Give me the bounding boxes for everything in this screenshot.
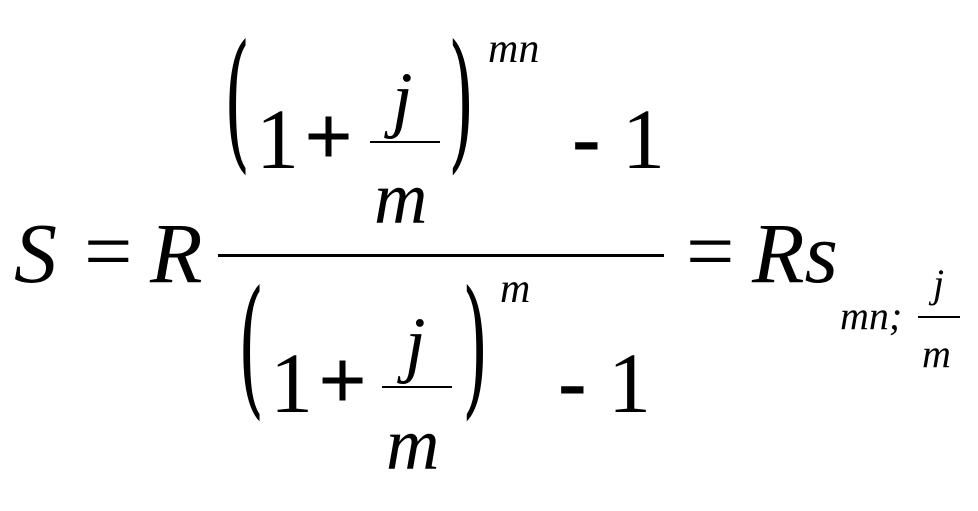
denominator-inner-bar bbox=[382, 386, 452, 388]
denominator-one: 1 bbox=[270, 335, 313, 431]
main-fraction-bar bbox=[218, 254, 664, 257]
rhs-variable: Rs bbox=[752, 205, 838, 301]
numerator-exponent: mn bbox=[488, 26, 540, 72]
denominator-frac-m: m bbox=[386, 404, 440, 486]
numerator-right-paren: ) bbox=[448, 14, 475, 188]
denominator-exponent: m bbox=[500, 266, 531, 312]
coefficient-variable: R bbox=[150, 205, 203, 301]
numerator-left-paren: ( bbox=[224, 14, 251, 188]
numerator-inner-bar bbox=[370, 141, 440, 143]
subscript-frac-m: m bbox=[922, 331, 951, 376]
equals-sign-2: = bbox=[686, 203, 735, 299]
denominator-right-paren: ) bbox=[462, 260, 489, 434]
denominator-left-paren: ( bbox=[238, 260, 265, 434]
equals-sign-1: = bbox=[84, 203, 133, 299]
denominator-minus-one: 1 bbox=[608, 335, 651, 431]
numerator-minus-one: 1 bbox=[622, 91, 665, 187]
numerator-plus: + bbox=[304, 88, 354, 184]
numerator-one: 1 bbox=[256, 91, 299, 187]
numerator-frac-j: j bbox=[392, 58, 413, 140]
subscript-fraction-bar bbox=[918, 316, 960, 318]
numerator-frac-m: m bbox=[374, 158, 428, 240]
denominator-plus: + bbox=[318, 332, 368, 428]
subscript-prefix: mn; bbox=[840, 293, 903, 338]
denominator-frac-j: j bbox=[405, 303, 426, 385]
numerator-minus: - bbox=[572, 89, 601, 185]
subscript-frac-j: j bbox=[933, 261, 945, 306]
lhs-variable: S bbox=[14, 205, 57, 301]
denominator-minus: - bbox=[558, 333, 587, 429]
